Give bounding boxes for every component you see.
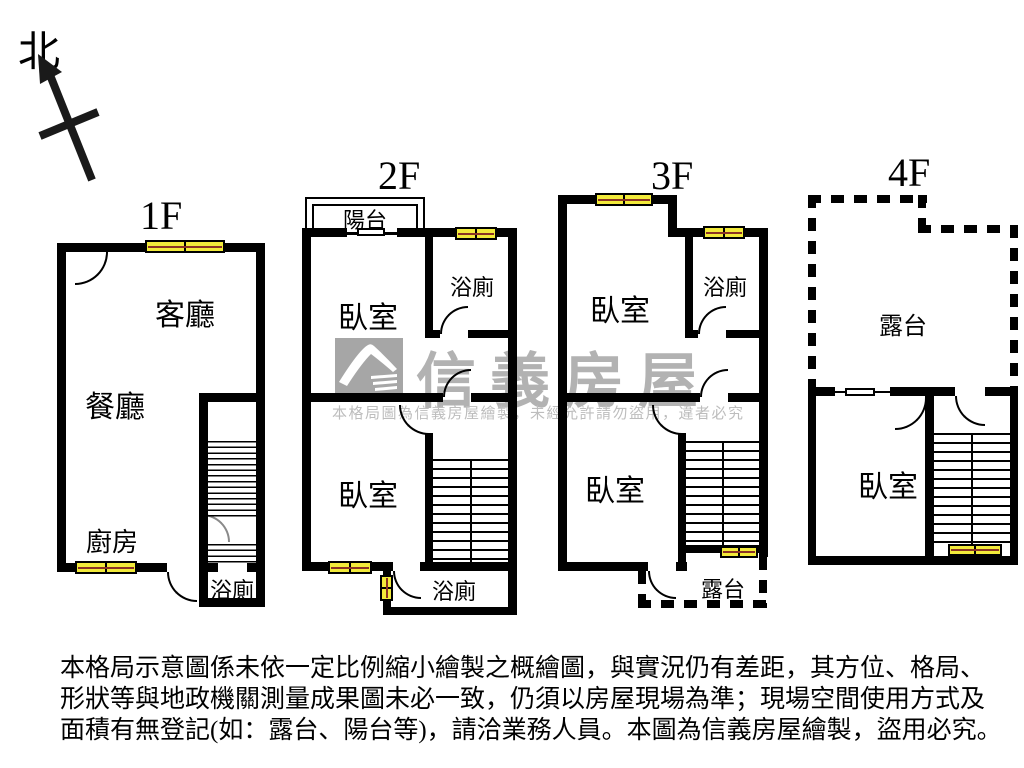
room-label-bath: 浴廁 xyxy=(449,275,494,300)
terrace-dashed-wall xyxy=(759,557,767,608)
room-label-balcony: 陽台 xyxy=(342,208,387,233)
stairs xyxy=(433,459,508,562)
terrace-dashed-wall xyxy=(808,195,816,390)
stairs xyxy=(208,544,256,563)
north-arrow-icon xyxy=(38,54,100,182)
room-label-bath: 浴廁 xyxy=(702,275,747,300)
wall xyxy=(256,243,265,607)
stairs xyxy=(208,441,256,518)
wall xyxy=(425,433,433,562)
terrace-dashed-wall xyxy=(918,225,1018,233)
terrace-dashed-wall xyxy=(1010,225,1018,390)
balcony-rail xyxy=(312,204,418,235)
wall xyxy=(685,237,693,338)
wall xyxy=(925,432,934,556)
floor-title-4f: 4F xyxy=(888,150,931,195)
room-label-living: 客廳 xyxy=(155,299,215,332)
wall xyxy=(678,433,686,571)
watermark-notice-text: 本格局圖為信義房屋繪製，未經允許請勿盜用，違者必究 xyxy=(332,405,745,422)
wall xyxy=(726,330,768,338)
wall xyxy=(728,393,768,402)
floor-title-1f: 1F xyxy=(140,193,183,238)
room-label-bedroom: 臥室 xyxy=(338,302,398,335)
door-arc xyxy=(895,398,927,430)
room-label-bedroom: 臥室 xyxy=(858,471,918,504)
wall xyxy=(420,562,517,571)
wall xyxy=(558,562,648,571)
room-label-bath: 浴廁 xyxy=(431,579,476,604)
door-arc xyxy=(440,306,468,334)
window xyxy=(75,561,137,574)
wall xyxy=(808,387,835,396)
room-label-bedroom: 臥室 xyxy=(338,480,398,513)
sliding-door xyxy=(357,228,385,236)
terrace-dashed-wall xyxy=(638,600,768,608)
wall xyxy=(383,607,517,615)
wall xyxy=(558,195,567,571)
wall xyxy=(808,556,1018,565)
wall xyxy=(985,387,1018,396)
wall xyxy=(199,393,265,402)
wall xyxy=(302,393,443,402)
window xyxy=(380,575,393,601)
wall xyxy=(57,243,66,572)
window xyxy=(703,226,745,239)
room-label-bedroom: 臥室 xyxy=(590,295,650,328)
wall xyxy=(925,396,934,432)
door-arc xyxy=(167,572,197,602)
window xyxy=(948,544,1002,556)
wall xyxy=(302,228,347,237)
stairs xyxy=(686,441,759,545)
wall xyxy=(199,598,265,607)
door-arc xyxy=(648,571,676,599)
floor-title-2f: 2F xyxy=(378,153,421,198)
sliding-door xyxy=(845,388,875,396)
terrace-dashed-wall xyxy=(918,195,926,233)
room-label-terrace: 露台 xyxy=(700,577,745,602)
door-arc xyxy=(698,306,726,334)
room-label-bath: 浴廁 xyxy=(209,578,254,603)
disclaimer-line-1: 本格局示意圖係未依一定比例縮小繪製之概繪圖，與實況仍有差距，其方位、格局、 xyxy=(60,655,986,682)
wall xyxy=(508,571,517,615)
window xyxy=(328,561,372,574)
room-label-kitchen: 廚房 xyxy=(85,528,138,557)
room-label-terrace: 露台 xyxy=(879,314,927,340)
wall xyxy=(199,563,218,572)
door-arc xyxy=(399,405,429,435)
door-arc xyxy=(75,252,108,285)
window xyxy=(145,240,225,253)
wall xyxy=(199,393,208,607)
sinyi-logo-icon xyxy=(335,338,403,395)
door-arc xyxy=(955,396,985,426)
disclaimer-text: 本格局示意圖係未依一定比例縮小繪製之概繪圖，與實況仍有差距，其方位、格局、 形狀… xyxy=(60,653,1002,746)
window xyxy=(455,227,497,240)
wall xyxy=(668,195,677,237)
wall xyxy=(685,330,698,338)
window xyxy=(595,193,653,206)
door-arc xyxy=(393,571,421,599)
stairs xyxy=(934,433,1010,544)
room-label-dining: 餐廳 xyxy=(85,391,145,424)
wall xyxy=(890,387,955,396)
disclaimer-line-3: 面積有無登記(如：露台、陽台等)，請洽業務人員。本圖為信義房屋繪製，盜用必究。 xyxy=(60,717,1002,744)
wall xyxy=(808,387,816,565)
wall xyxy=(468,330,517,338)
wall xyxy=(558,393,700,402)
window xyxy=(720,546,758,558)
disclaimer-line-2: 形狀等與地政機關測量成果圖未必一致，仍須以房屋現場為準；現場空間使用方式及 xyxy=(60,686,986,713)
room-label-bedroom: 臥室 xyxy=(585,475,645,508)
wall xyxy=(247,563,265,572)
wall xyxy=(471,393,517,402)
wall xyxy=(425,237,433,338)
floor-title-3f: 3F xyxy=(651,153,694,198)
wall xyxy=(1010,387,1018,565)
wall xyxy=(425,330,440,338)
terrace-dashed-wall xyxy=(808,195,927,203)
terrace-dashed-wall xyxy=(638,571,646,608)
door-arc xyxy=(652,405,682,435)
wall xyxy=(759,228,768,557)
